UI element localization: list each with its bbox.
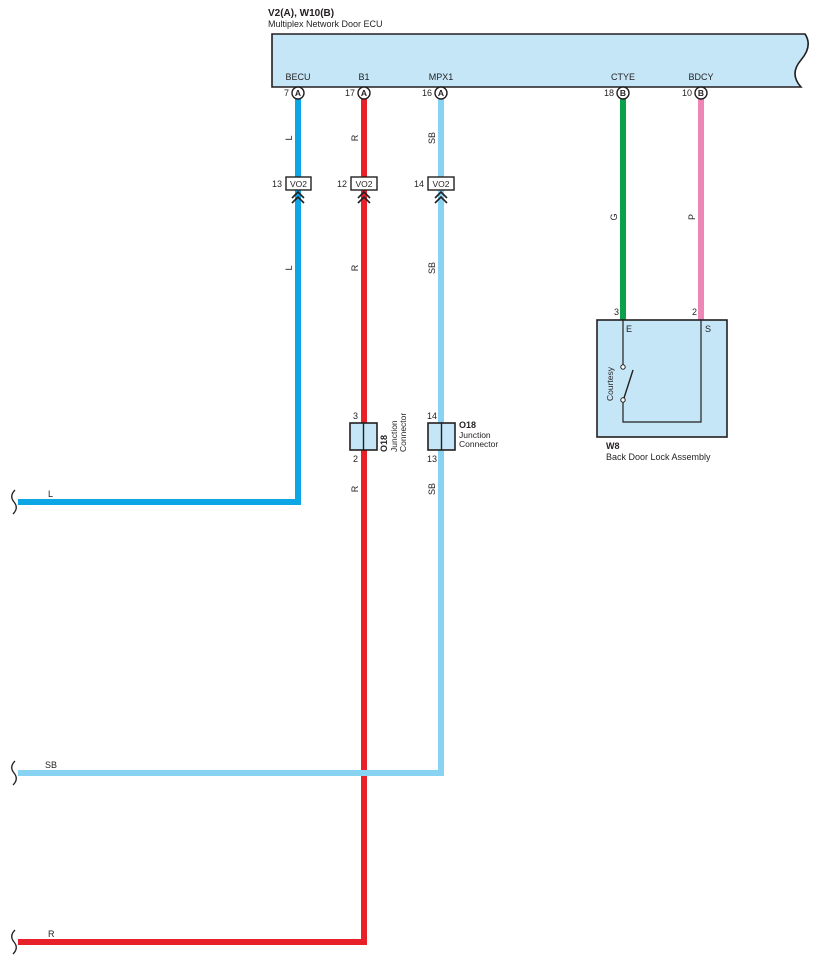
assembly-pin-e: 3 <box>614 307 619 317</box>
assembly-term-e: E <box>626 324 632 334</box>
switch-label: Courtesy <box>605 366 615 401</box>
vo2-chevron-mpx1-icon <box>434 190 448 204</box>
wire-sb <box>18 99 444 776</box>
assembly-name: Back Door Lock Assembly <box>606 452 711 462</box>
pin-num-bdcy: 10 <box>682 88 692 98</box>
vo2-chevron-becu-icon <box>291 190 305 204</box>
pin-num-ctye: 18 <box>604 88 614 98</box>
terminal-ctye-name: CTYE <box>611 72 635 82</box>
vo2-box-mpx1 <box>427 176 455 191</box>
vo2-label-becu: VO2 <box>290 179 307 189</box>
vo2-box-becu <box>285 176 312 191</box>
pin-circle-bdcy <box>694 86 708 100</box>
pin-conn-bdcy: B <box>698 88 704 98</box>
junction-mpx1-pin-out: 13 <box>427 454 437 464</box>
junction-connector-b1: 3 2 O18 Junction Connector <box>349 411 408 464</box>
vo2-label-mpx1: VO2 <box>432 179 449 189</box>
pin-circle-ctye <box>616 86 630 100</box>
switch-blade-icon <box>623 369 634 399</box>
break-mark-r-icon <box>11 929 17 955</box>
inline-connector-vo2: VO2 13 VO2 12 VO2 14 <box>272 176 455 204</box>
pin-num-mpx1: 16 <box>422 88 432 98</box>
assembly-body <box>596 319 728 438</box>
wire-label-b1-lower: R <box>350 485 360 492</box>
junction-mpx1-name-2: Connector <box>459 439 498 449</box>
wire-label-ctye: G <box>609 213 619 220</box>
output-label-l: L <box>48 489 53 499</box>
wire-label-becu-upper: L <box>284 135 294 140</box>
ecu-name: Multiplex Network Door ECU <box>268 19 383 29</box>
junction-b1-pin-out: 2 <box>353 454 358 464</box>
switch-contact-bottom <box>620 397 626 403</box>
pin-conn-becu: A <box>295 88 301 98</box>
ecu-code: V2(A), W10(B) <box>268 8 334 19</box>
wire-label-bdcy: P <box>687 214 697 220</box>
vo2-pin-b1: 12 <box>337 179 347 189</box>
output-label-sb: SB <box>45 760 57 770</box>
assembly-code: W8 <box>606 441 620 451</box>
wire-r <box>18 99 367 945</box>
switch-contact-top <box>620 364 626 370</box>
switch-circuit-line <box>622 320 702 423</box>
terminal-mpx1-name: MPX1 <box>429 72 454 82</box>
pin-circle-b1 <box>357 86 371 100</box>
ecu-body <box>271 33 809 88</box>
back-door-lock-assembly: 3 2 E S Courtesy W8 Back Door Lock Assem… <box>596 307 728 462</box>
pin-conn-b1: A <box>361 88 367 98</box>
output-label-r: R <box>48 929 55 939</box>
vo2-label-b1: VO2 <box>355 179 372 189</box>
junction-mpx1-pin-in: 14 <box>427 411 437 421</box>
junction-b1-name-2: Connector <box>398 413 408 452</box>
wire-label-mpx1-lower: SB <box>427 483 437 495</box>
junction-b1-code: O18 <box>379 435 389 452</box>
junction-mpx1-name-1: Junction <box>459 430 491 440</box>
wire-l <box>18 99 301 505</box>
break-mark-sb-icon <box>11 760 17 786</box>
vo2-pin-mpx1: 14 <box>414 179 424 189</box>
assembly-term-s: S <box>705 324 711 334</box>
terminal-bdcy-name: BDCY <box>688 72 713 82</box>
junction-connector-mpx1: 14 13 O18 Junction Connector <box>427 411 498 464</box>
wire-label-mpx1-upper: SB <box>427 132 437 144</box>
junction-b1-pin-in: 3 <box>353 411 358 421</box>
break-mark-l-icon <box>11 489 17 515</box>
wire-label-becu-lower: L <box>284 265 294 270</box>
vo2-box-b1 <box>350 176 378 191</box>
junction-mpx1-code: O18 <box>459 420 476 430</box>
terminal-becu-name: BECU <box>285 72 310 82</box>
pin-circle-becu <box>291 86 305 100</box>
ecu-pins: A 7 A 17 A 16 B 18 B 10 <box>284 86 708 100</box>
pin-conn-mpx1: A <box>438 88 444 98</box>
pin-circle-mpx1 <box>434 86 448 100</box>
pin-conn-ctye: B <box>620 88 626 98</box>
wire-label-mpx1-middle: SB <box>427 262 437 274</box>
assembly-pin-s: 2 <box>692 307 697 317</box>
terminal-b1-name: B1 <box>358 72 369 82</box>
vo2-pin-becu: 13 <box>272 179 282 189</box>
pin-num-b1: 17 <box>345 88 355 98</box>
pin-num-becu: 7 <box>284 88 289 98</box>
wire-label-b1-upper: R <box>350 134 360 141</box>
vo2-chevron-b1-icon <box>357 190 371 204</box>
wire-label-b1-middle: R <box>350 264 360 271</box>
junction-b1-name-1: Junction <box>389 420 399 452</box>
